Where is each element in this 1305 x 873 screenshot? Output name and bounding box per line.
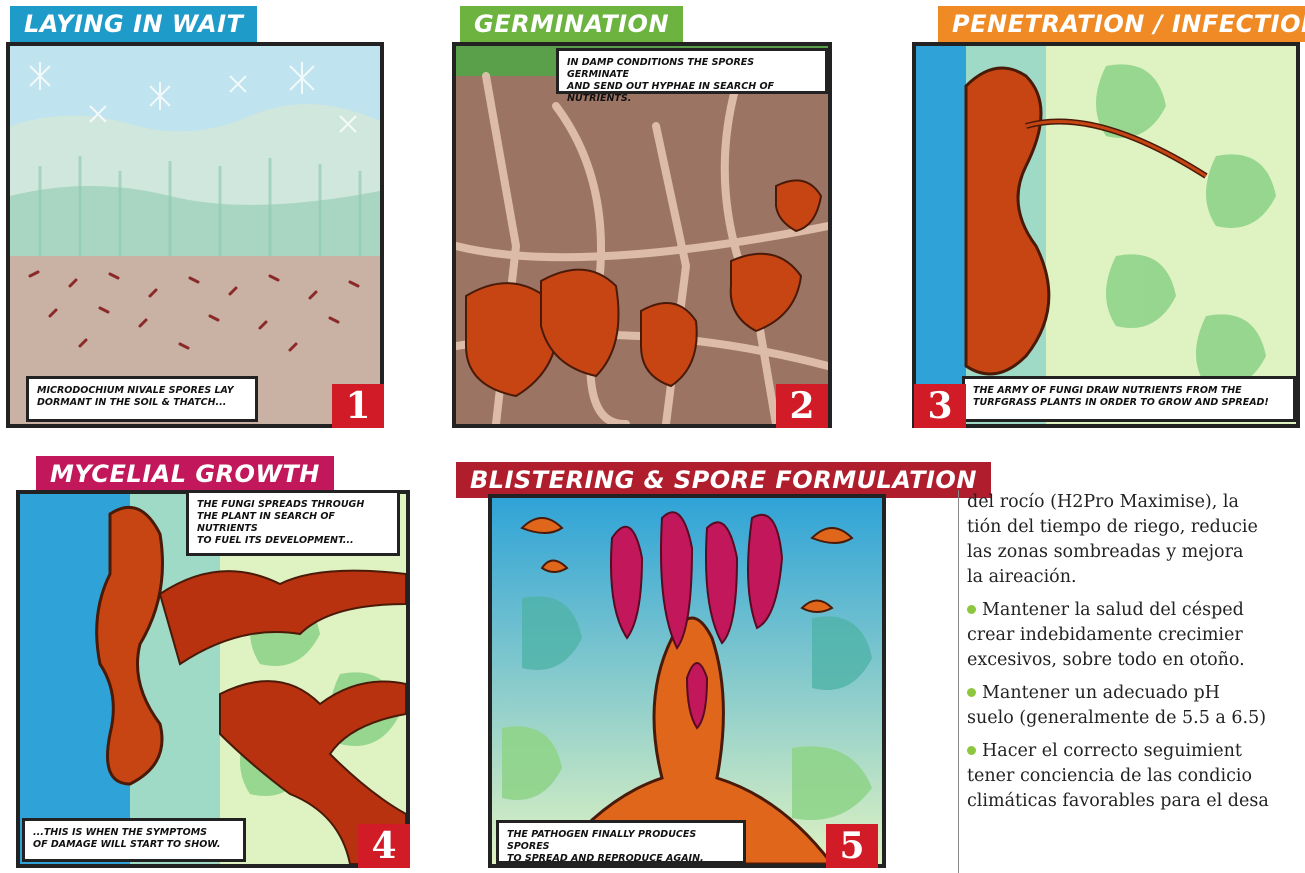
panel-5-illustration [488,494,886,868]
panel-4-caption-top: THE FUNGI SPREADS THROUGH THE PLANT IN S… [186,490,400,556]
panel-3-illustration [912,42,1300,428]
panel-1-caption: MICRODOCHIUM NIVALE SPORES LAY DORMANT I… [26,376,258,422]
article-text-column: del rocío (H2Pro Maximise), la tión del … [958,490,1305,873]
panel-5-number-badge: 5 [826,824,878,868]
panel-3-title: PENETRATION / INFECTION [938,6,1305,42]
panel-2-number-badge: 2 [776,384,828,428]
panel-5-caption: THE PATHOGEN FINALLY PRODUCES SPORES TO … [496,820,746,864]
panel-3-number-badge: 3 [914,384,966,428]
panel-1-title: LAYING IN WAIT [10,6,257,42]
panel-4-caption: ...THIS IS WHEN THE SYMPTOMS OF DAMAGE W… [22,818,246,862]
panel-2-caption: IN DAMP CONDITIONS THE SPORES GERMINATE … [556,48,828,94]
panel-5-title: BLISTERING & SPORE FORMULATION [456,462,991,498]
panel-4-title: MYCELIAL GROWTH [36,456,334,492]
article-bullet-item: Mantener un adecuado pH suelo (generalme… [967,681,1305,731]
panel-1-illustration [6,42,384,428]
panel-3-caption: THE ARMY OF FUNGI DRAW NUTRIENTS FROM TH… [962,376,1296,422]
article-bullet-item: Hacer el correcto seguimient tener conci… [967,739,1305,814]
article-bullet-item: Mantener la salud del césped crear indeb… [967,598,1305,673]
green-bullet-icon [967,688,976,697]
article-paragraph: del rocío (H2Pro Maximise), la tión del … [967,490,1305,590]
panel-1-number-badge: 1 [332,384,384,428]
green-bullet-icon [967,746,976,755]
panel-4-number-badge: 4 [358,824,410,868]
green-bullet-icon [967,605,976,614]
panel-2-title: GERMINATION [460,6,683,42]
